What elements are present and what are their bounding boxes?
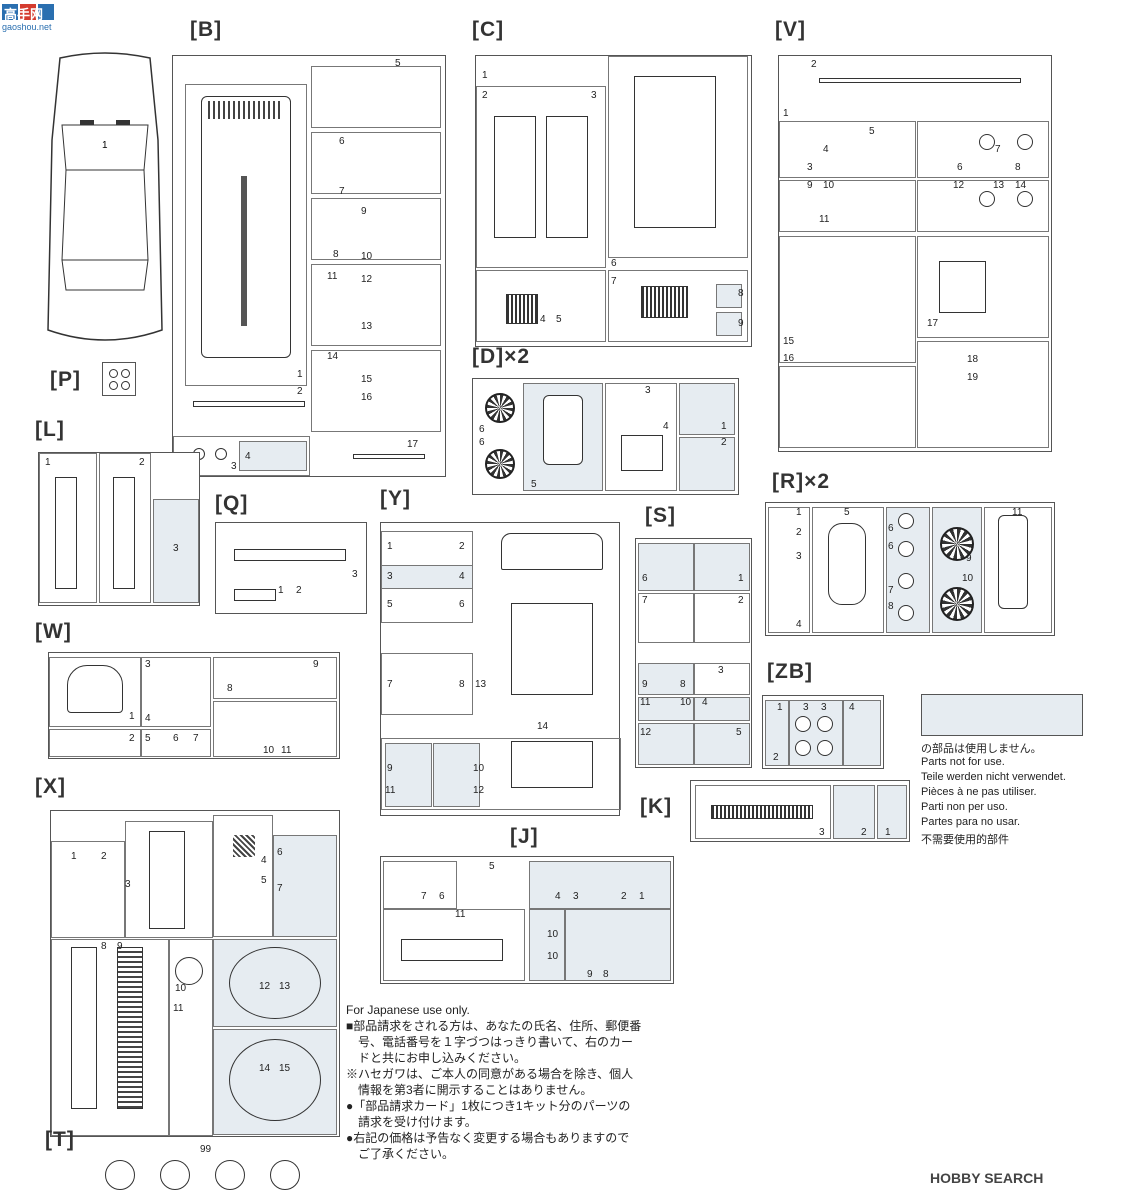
sprue-label-zb: [ZB] [767,660,813,683]
sprue-l: 1 2 3 [38,452,200,606]
legend-es: Partes para no usar. [921,816,1021,828]
body-part-1: 1 [40,50,170,355]
sprue-label-r: [R]×2 [772,470,831,493]
note-line-5: ※ハセガワは、ご本人の同意がある場合を除き、個人 [346,1067,634,1081]
sprue-d: 6 6 5 3 4 1 2 [472,378,739,495]
unused-parts-swatch [921,694,1083,736]
sprue-label-b: [B] [190,18,223,41]
note-line-2: ■部品請求をされる方は、あなたの氏名、住所、郵便番 [346,1019,642,1033]
sprue-v: 2 1 3 4 5 6 7 8 9 10 11 12 13 14 15 16 1… [778,55,1052,452]
note-line-3: 号、電話番号を１字づつはっきり書いて、右のカー [346,1035,634,1049]
sprue-label-w: [W] [35,620,72,643]
legend-cn: 不需要使用的部件 [921,834,1009,846]
sprue-j: 5 7 6 4 3 2 1 11 10 10 9 8 [380,856,674,984]
sprue-label-d: [D]×2 [472,345,531,368]
note-line-10: ご了承ください。 [346,1147,455,1161]
note-line-4: ドと共にお申し込みください。 [346,1051,527,1065]
sprue-label-x: [X] [35,775,66,798]
note-line-8: 請求を受け付けます。 [346,1115,477,1129]
sprue-q: 3 1 2 [215,522,367,614]
sprue-label-q: [Q] [215,492,249,515]
sprue-label-j: [J] [510,825,539,848]
watermark-logo-text: 高手网 [4,7,44,22]
sprue-t-number: 99 [200,1144,212,1155]
note-line-6: 情報を第3者に開示することはありません。 [346,1083,593,1097]
note-line-9: ●右記の価格は予告なく変更する場合もありますので [346,1131,630,1145]
sprue-x: 1 2 3 4 5 6 7 8 9 10 11 12 13 14 15 [50,810,340,1137]
sprue-label-y: [Y] [380,487,411,510]
legend-jp: の部品は使用しません。 [921,743,1042,755]
svg-text:1: 1 [102,140,108,151]
emblem-part [160,1160,190,1190]
sprue-label-l: [L] [35,418,65,441]
watermark-logo-sub: gaoshou.net [2,22,52,32]
sprue-c: 1 2 3 4 5 6 7 8 9 [475,55,752,347]
legend-de: Teile werden nicht verwendet. [921,771,1066,783]
sprue-k: 3 2 1 [690,780,910,842]
sprue-b: 1 2 3 4 5 6 7 8 9 10 11 12 13 14 15 16 1… [172,55,446,477]
legend-en: Parts not for use. [921,756,1005,768]
emblem-part [215,1160,245,1190]
sprue-label-s: [S] [645,504,676,527]
legend-fr: Pièces à ne pas utiliser. [921,786,1037,798]
note-line-7: ●「部品請求カード」1枚につき1キット分のパーツの [346,1099,631,1113]
sprue-p [102,362,136,396]
sprue-zb: 1 3 3 4 2 [762,695,884,769]
sprue-y: 1 2 3 4 5 6 7 8 13 14 9 10 11 12 [380,522,621,816]
emblem-part [105,1160,135,1190]
sprue-label-k: [K] [640,795,673,818]
hobby-search-watermark: HOBBY SEARCH [930,1170,1044,1186]
sprue-w: 1 2 3 4 5 6 7 8 9 10 11 [48,652,340,759]
sprue-label-p: [P] [50,368,81,391]
sprue-label-t: [T] [45,1128,75,1151]
emblem-part [270,1160,300,1190]
legend-it: Parti non per uso. [921,801,1008,813]
sprue-label-c: [C] [472,18,505,41]
sprue-r: 1 2 3 4 5 6 6 7 8 9 10 11 [765,502,1055,636]
sprue-s: 6 1 7 2 9 8 3 11 10 4 12 5 [635,538,752,768]
watermark-logo: 高手网 gaoshou.net [0,0,80,38]
sprue-label-v: [V] [775,18,806,41]
note-line-1: For Japanese use only. [346,1003,470,1017]
